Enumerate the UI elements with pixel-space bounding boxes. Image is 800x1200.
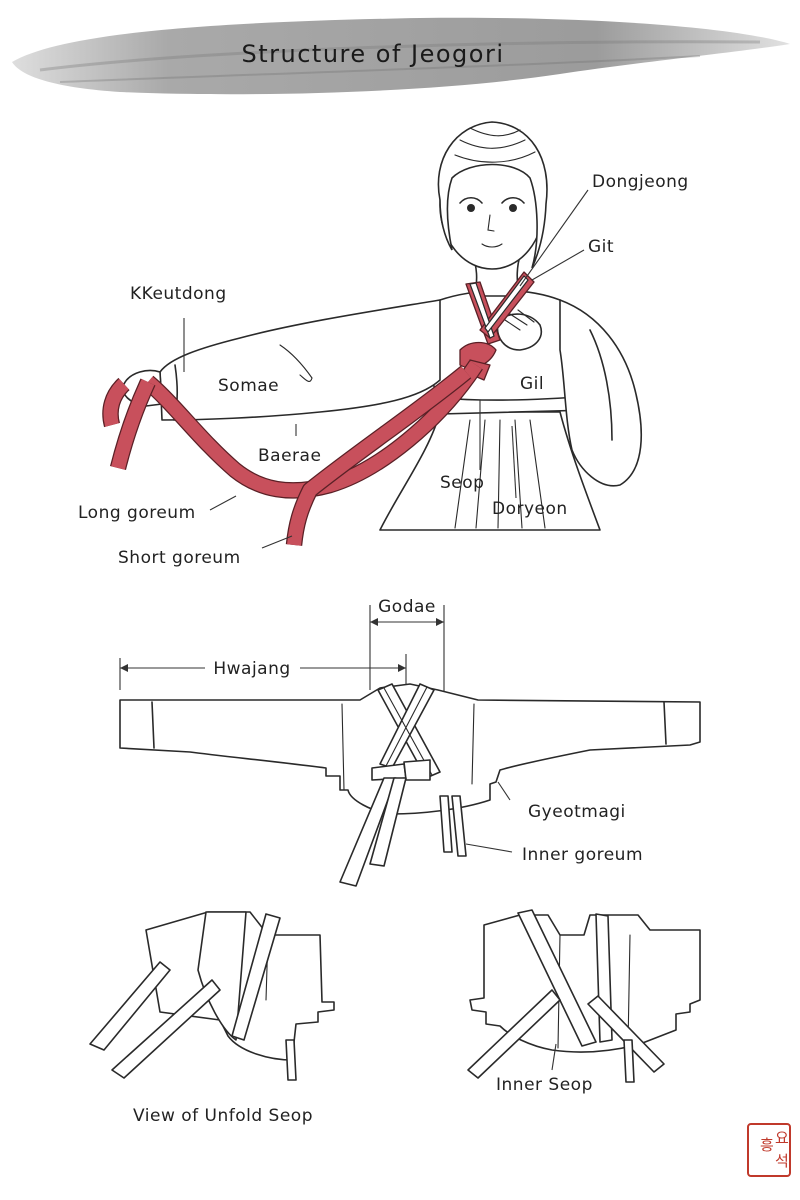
label-inner-seop: Inner Seop: [496, 1075, 593, 1095]
seal-char-1: 흥: [760, 1136, 774, 1154]
label-doryeon: Doryeon: [492, 499, 568, 519]
unfold-seop-view: View of Unfold Seop: [90, 912, 334, 1126]
diagram-title: Structure of Jeogori: [241, 40, 504, 68]
label-gil: Gil: [520, 374, 544, 394]
label-somae: Somae: [218, 376, 279, 396]
woman-illustration: [111, 122, 642, 545]
flat-jeogori: Godae Hwajang Gyeotmagi Inner goreum: [120, 597, 700, 886]
label-baerae: Baerae: [258, 446, 321, 466]
label-inner-goreum: Inner goreum: [522, 845, 643, 865]
label-gyeotmagi: Gyeotmagi: [528, 802, 626, 822]
inner-seop-view: Inner Seop: [468, 910, 700, 1095]
label-godae: Godae: [378, 597, 436, 617]
label-kkeutdong: KKeutdong: [130, 284, 227, 304]
label-long-goreum: Long goreum: [78, 503, 196, 523]
label-seop: Seop: [440, 473, 484, 493]
somae-sleeve: [160, 300, 440, 420]
label-short-goreum: Short goreum: [118, 548, 241, 568]
label-dongjeong: Dongjeong: [592, 172, 689, 192]
title-banner: Structure of Jeogori: [12, 18, 790, 94]
label-git: Git: [588, 237, 614, 257]
label-hwajang: Hwajang: [213, 659, 290, 679]
seal-char-2: 요: [775, 1129, 789, 1147]
seal-stamp: 흥 요 석: [748, 1124, 790, 1176]
label-view-unfold-seop: View of Unfold Seop: [133, 1106, 313, 1126]
seal-char-3: 석: [775, 1152, 789, 1170]
